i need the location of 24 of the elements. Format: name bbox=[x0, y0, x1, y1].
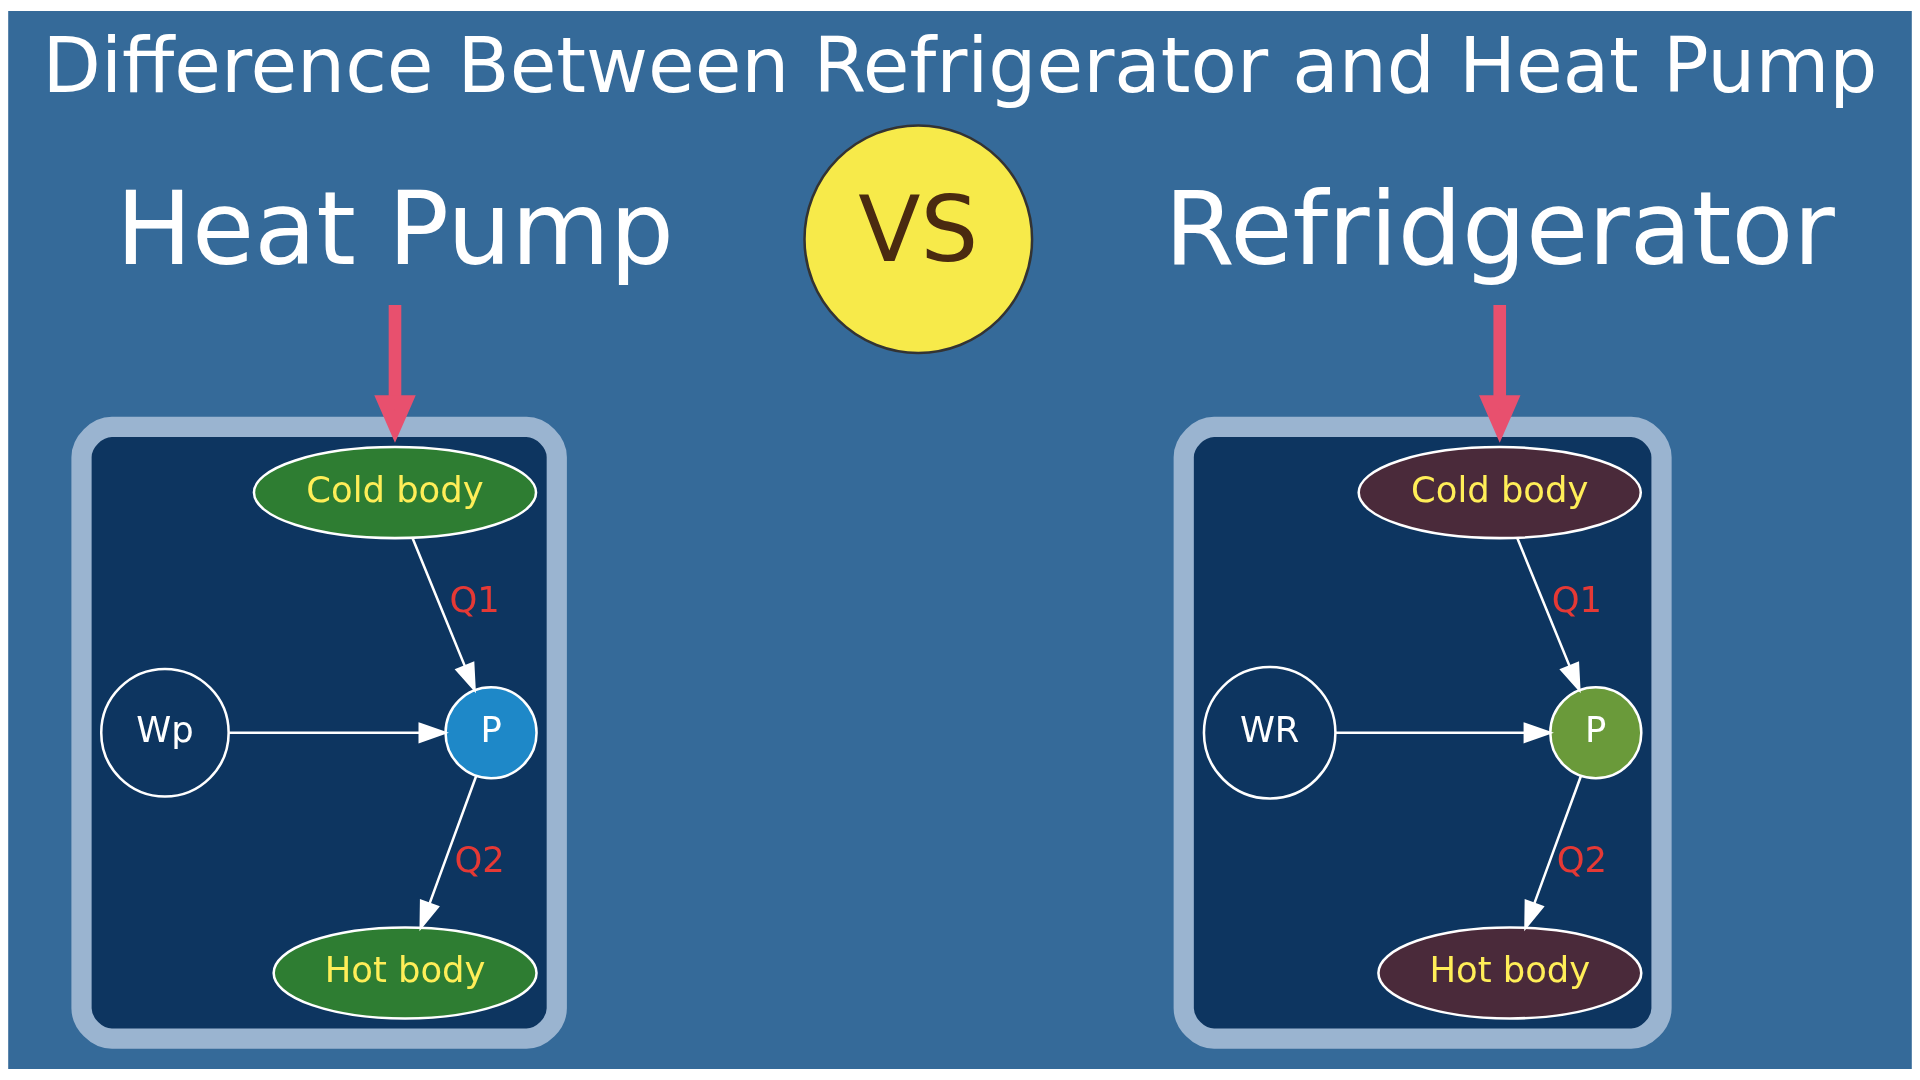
arrow bbox=[1524, 775, 1582, 932]
edge-label: Q2 bbox=[454, 839, 505, 881]
node-circle: P bbox=[444, 686, 538, 780]
node-text: Refridgerator bbox=[1164, 170, 1835, 289]
cluster bbox=[71, 416, 567, 1049]
edge-label: Q1 bbox=[1551, 578, 1603, 620]
arrow bbox=[1516, 537, 1581, 694]
arrow bbox=[419, 775, 478, 932]
arrow bbox=[411, 537, 476, 694]
node-circle: WR bbox=[1202, 665, 1337, 800]
node-text: Heat Pump bbox=[116, 170, 674, 289]
arrow bbox=[1335, 722, 1554, 744]
node-ellipse: Hot body bbox=[1377, 926, 1643, 1020]
diagram-title: Difference Between Refrigerator and Heat Pump bbox=[42, 21, 1878, 110]
node-circle: VS bbox=[803, 124, 1034, 355]
node-circle: P bbox=[1549, 686, 1643, 780]
node-circle: Wp bbox=[99, 667, 230, 798]
arrow bbox=[229, 722, 449, 744]
cluster bbox=[1173, 416, 1672, 1049]
edge-label: Q2 bbox=[1556, 839, 1608, 881]
edge-label: Q1 bbox=[449, 578, 500, 620]
node-ellipse: Cold body bbox=[252, 445, 538, 540]
node-ellipse: Hot body bbox=[272, 926, 538, 1020]
node-ellipse: Cold body bbox=[1357, 445, 1643, 540]
